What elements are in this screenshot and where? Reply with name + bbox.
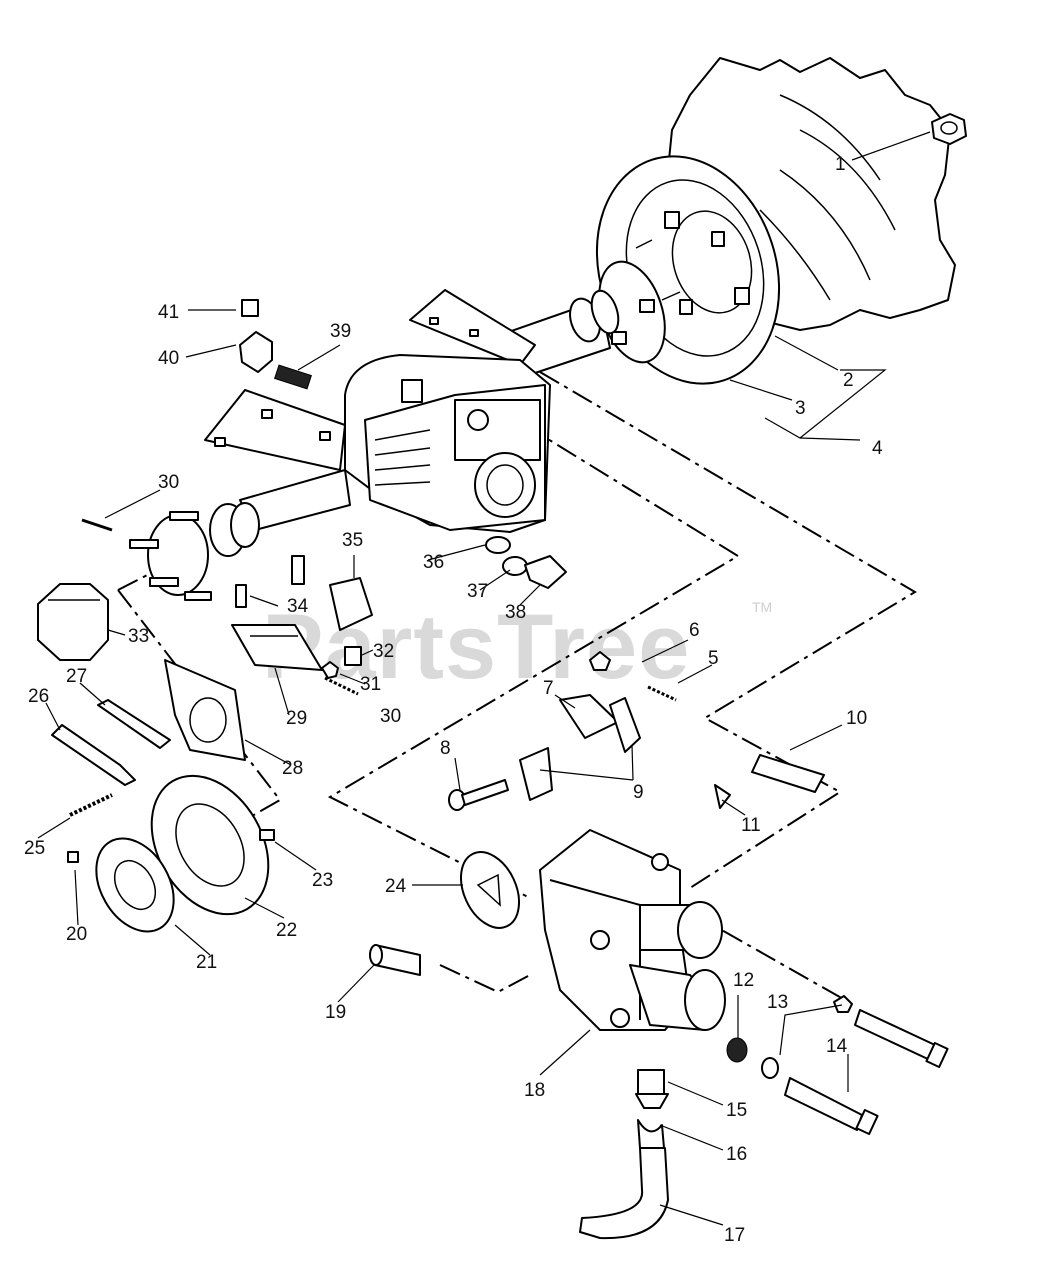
- callout-34: 34: [287, 596, 309, 617]
- right-axle-bracket: [409, 289, 536, 366]
- callout-38: 38: [505, 602, 526, 623]
- watermark-trademark: TM: [752, 599, 772, 615]
- callout-29: 29: [286, 708, 307, 729]
- hub-cap: [37, 583, 109, 661]
- callout-2: 2: [843, 370, 854, 391]
- callout-19: 19: [325, 1002, 346, 1023]
- pulley-plate: [459, 851, 521, 929]
- filter-element: [726, 1037, 748, 1063]
- callout-24: 24: [385, 876, 407, 897]
- callout-40: 40: [158, 348, 179, 369]
- callout-27: 27: [66, 666, 87, 687]
- left-hub-assembly: [129, 502, 260, 601]
- callout-15: 15: [726, 1100, 747, 1121]
- callout-labels: 1 2 3 4 5 6 7 8 9 10 11 12 13 14 15 16 1…: [24, 154, 883, 1246]
- leader-lines: [37, 131, 931, 1226]
- callout-6: 6: [689, 620, 700, 641]
- brake-discs: [95, 774, 275, 933]
- callout-28: 28: [282, 758, 303, 779]
- input-shaft: [369, 944, 421, 976]
- callout-25: 25: [24, 838, 45, 859]
- callout-9: 9: [633, 782, 644, 803]
- callout-39: 39: [330, 321, 351, 342]
- seal-fittings: [485, 536, 567, 589]
- callout-30-upper: 30: [158, 472, 179, 493]
- callout-4: 4: [872, 438, 883, 459]
- brake-plate: [164, 659, 246, 761]
- right-axle-shaft: [499, 289, 620, 379]
- callout-17: 17: [724, 1225, 745, 1246]
- callout-18: 18: [524, 1080, 545, 1101]
- watermark-text: PartsTree: [262, 596, 690, 698]
- transaxle-housing: [344, 354, 551, 533]
- callout-37: 37: [467, 581, 488, 602]
- callout-1: 1: [835, 154, 846, 175]
- cotter-pin-upper: [81, 518, 113, 532]
- callout-23: 23: [312, 870, 333, 891]
- mounting-bolts: [761, 995, 949, 1136]
- callout-35: 35: [342, 530, 363, 551]
- callout-14: 14: [826, 1036, 848, 1057]
- hydro-pump: [539, 829, 726, 1031]
- callout-10: 10: [846, 708, 867, 729]
- hose-assembly: [579, 1069, 669, 1240]
- callout-21: 21: [196, 952, 217, 973]
- callout-11: 11: [741, 815, 761, 836]
- callout-3: 3: [795, 398, 806, 419]
- callout-22: 22: [276, 920, 297, 941]
- callout-8: 8: [440, 738, 451, 759]
- callout-30-lower: 30: [380, 706, 401, 727]
- callout-5: 5: [708, 648, 719, 669]
- callout-7: 7: [543, 678, 554, 699]
- small-hardware: [231, 555, 373, 696]
- bracket-parts: [519, 651, 677, 801]
- callout-33: 33: [128, 626, 149, 647]
- callout-26: 26: [28, 686, 49, 707]
- levers: [51, 699, 171, 786]
- callout-31: 31: [360, 674, 381, 695]
- shaft-and-key: [714, 754, 825, 809]
- bolt: [448, 779, 509, 811]
- lug-nut: [931, 113, 967, 145]
- callout-36: 36: [423, 552, 444, 573]
- callout-13: 13: [767, 992, 788, 1013]
- callout-32: 32: [373, 641, 394, 662]
- callout-20: 20: [66, 924, 87, 945]
- vent-assembly: [239, 299, 312, 390]
- callout-12: 12: [733, 970, 754, 991]
- screw-and-key: [67, 793, 113, 863]
- callout-41: 41: [158, 302, 179, 323]
- callout-16: 16: [726, 1144, 747, 1165]
